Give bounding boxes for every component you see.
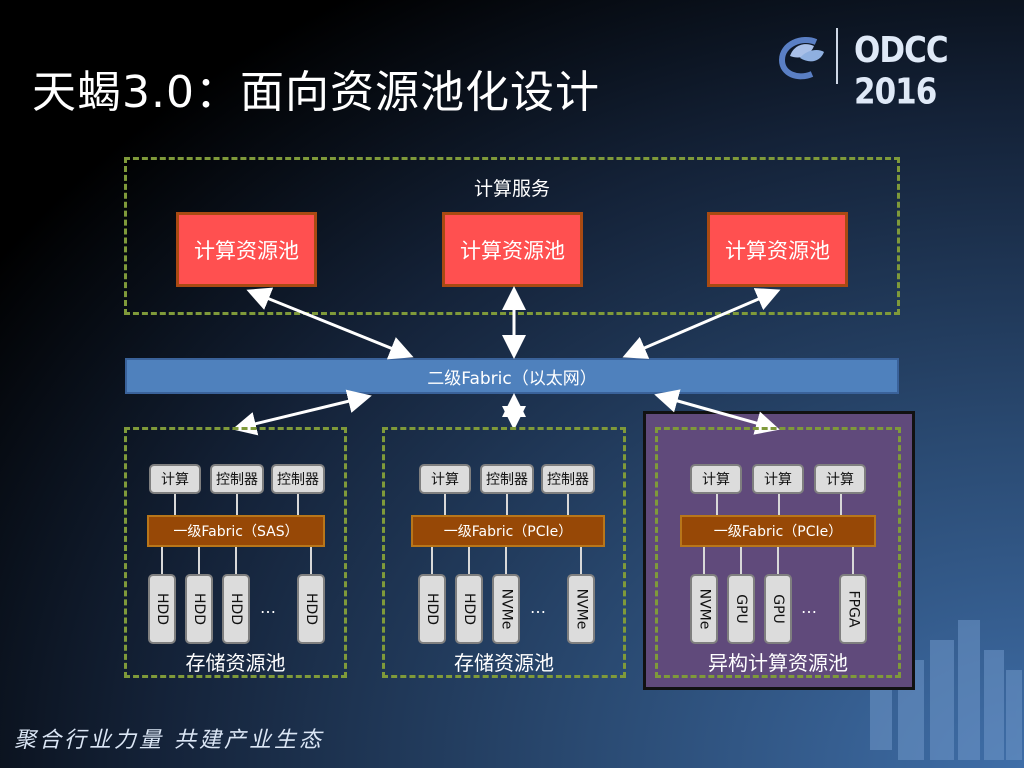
connector: [505, 547, 507, 574]
fabric-l2-ethernet: 二级Fabric（以太网）: [125, 358, 899, 394]
connector: [444, 494, 446, 515]
device-chip: GPU: [764, 574, 792, 644]
pool-label: 存储资源池: [454, 651, 554, 675]
device-chip: HDD: [418, 574, 446, 644]
compute-pool-3: 计算资源池: [707, 212, 848, 287]
node-chip: 计算: [690, 464, 742, 494]
ellipsis: …: [530, 598, 548, 617]
leaf-logo-icon: [778, 37, 824, 80]
connector: [198, 547, 200, 574]
node-chip: 计算: [149, 464, 201, 494]
compute-service-label: 计算服务: [473, 178, 550, 200]
fabric-l1: 一级Fabric（PCIe）: [680, 515, 876, 547]
odcc-logo: ODCC 2016: [776, 24, 1006, 113]
device-chip: GPU: [727, 574, 755, 644]
storage-pool-sas: [124, 427, 347, 678]
node-chip: 控制器: [541, 464, 595, 494]
connector: [506, 494, 508, 515]
node-chip: 计算: [814, 464, 866, 494]
device-chip: HDD: [222, 574, 250, 644]
fabric-l1: 一级Fabric（SAS）: [147, 515, 325, 547]
compute-pool-1: 计算资源池: [176, 212, 317, 287]
slogan: 聚合行业力量 共建产业生态: [14, 728, 324, 753]
node-chip: 控制器: [210, 464, 264, 494]
connector: [740, 547, 742, 574]
device-chip: HDD: [455, 574, 483, 644]
arrow-pool1-fabric: [246, 287, 414, 360]
logo-divider: [836, 28, 838, 84]
compute-pool-2: 计算资源池: [442, 212, 583, 287]
node-chip: 控制器: [480, 464, 534, 494]
connector: [567, 494, 569, 515]
logo-text: ODCC 2016: [854, 30, 949, 113]
connector: [580, 547, 582, 574]
device-chip: NVMe: [567, 574, 595, 644]
ellipsis: …: [801, 598, 819, 617]
node-chip: 计算: [419, 464, 471, 494]
connector: [235, 547, 237, 574]
connector: [703, 547, 705, 574]
arrow-fabric-hetero: [654, 389, 780, 435]
heterogeneous-compute-pool: [655, 427, 901, 678]
node-chip: 控制器: [271, 464, 325, 494]
connector: [161, 547, 163, 574]
connector: [716, 494, 718, 515]
device-chip: HDD: [148, 574, 176, 644]
node-chip: 计算: [752, 464, 804, 494]
connector: [468, 547, 470, 574]
device-chip: FPGA: [839, 574, 867, 644]
storage-pool-pcie: [382, 427, 626, 678]
pool-label: 异构计算资源池: [708, 651, 848, 675]
ellipsis: …: [260, 598, 278, 617]
connector: [852, 547, 854, 574]
device-chip: NVMe: [690, 574, 718, 644]
arrow-fabric-storage1: [232, 389, 372, 436]
slide-title: 天蝎3.0：面向资源池化设计: [32, 67, 600, 118]
connector: [777, 547, 779, 574]
connector: [431, 547, 433, 574]
device-chip: HDD: [185, 574, 213, 644]
connector: [310, 547, 312, 574]
fabric-l1: 一级Fabric（PCIe）: [411, 515, 605, 547]
connector: [840, 494, 842, 515]
pool-label: 存储资源池: [185, 651, 286, 675]
arrow-pool3-fabric: [622, 288, 781, 359]
device-chip: NVMe: [492, 574, 520, 644]
connector: [297, 494, 299, 515]
connector: [778, 494, 780, 515]
connector: [236, 494, 238, 515]
device-chip: HDD: [297, 574, 325, 644]
connector: [174, 494, 176, 515]
